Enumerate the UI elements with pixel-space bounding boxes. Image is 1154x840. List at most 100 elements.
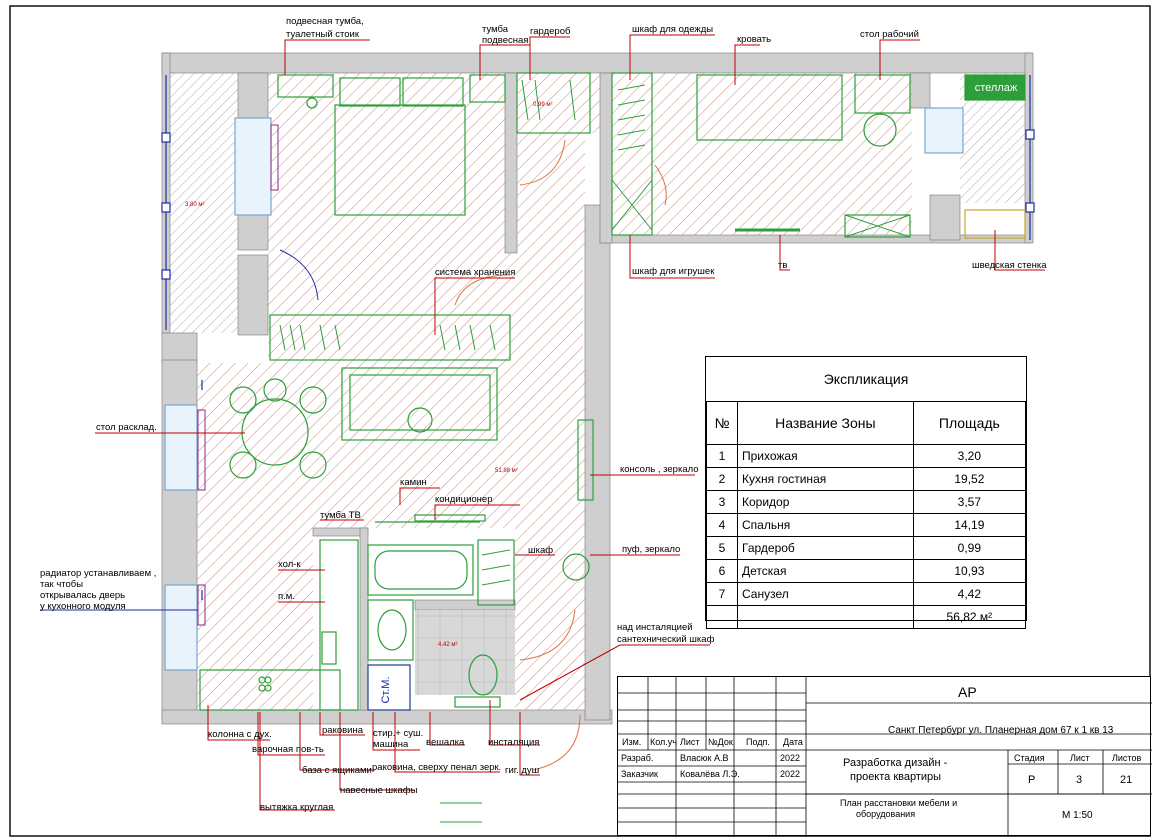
area-living: 51,88 м² <box>495 468 518 474</box>
row-num: 1 <box>706 444 738 468</box>
stamp-name-1: Власюк А.В <box>680 753 729 763</box>
label-hanger: вешалка <box>426 737 465 748</box>
row-area: 14,19 <box>912 513 1027 537</box>
row-zone: Гардероб <box>737 536 914 560</box>
label-bedside-2: туалетный стоик <box>286 29 360 40</box>
stamp-role-2: Заказчик <box>621 769 658 779</box>
floor-hatch <box>170 73 1025 710</box>
area-bath: 4,42 м² <box>438 642 457 648</box>
label-hob: варочная пов-ть <box>252 744 324 755</box>
label-toys: шкаф для игрушек <box>632 266 715 277</box>
label-sink-cab-2: сантехнический шкаф <box>617 634 715 645</box>
row-zone: Прихожая <box>737 444 914 468</box>
row-zone: Коридор <box>737 490 914 514</box>
table-row-total: 56,82 м² <box>706 605 1027 629</box>
label-swedish: шведская стенка <box>972 260 1047 271</box>
label-shower: гиг. душ <box>505 765 539 776</box>
row-zone: Спальня <box>737 513 914 537</box>
label-radiator-3: открывалась дверь <box>40 590 125 601</box>
title-block-grid <box>618 677 1152 837</box>
label-closet: шкаф для одежды <box>632 24 713 35</box>
row-area: 4,42 <box>912 582 1027 606</box>
windows <box>161 75 1035 671</box>
stamp-sheets-v: 21 <box>1120 774 1133 786</box>
stamp-col-podp: Подп. <box>746 737 770 747</box>
row-zone: Санузел <box>737 582 914 606</box>
area-balcony: 3,80 м² <box>185 202 204 208</box>
row-num: 5 <box>706 536 738 560</box>
stamp-sheet-h: Лист <box>1070 753 1090 763</box>
legend-lines <box>440 802 482 823</box>
leader-lines <box>95 34 1045 811</box>
label-radiator-1: радиатор устанавливаем , <box>40 568 156 579</box>
label-fridge: хол-к <box>278 559 301 570</box>
row-area: 3,20 <box>912 444 1027 468</box>
stamp-col-list: Лист <box>680 737 700 747</box>
label-puf: пуф, зеркало <box>622 544 680 555</box>
stamp-project-1: Разработка дизайн - <box>843 757 948 769</box>
label-basin: раковина, сверху пенал зерк. <box>372 762 501 773</box>
row-area: 3,57 <box>912 490 1027 514</box>
row-num: 2 <box>706 467 738 491</box>
stamp-address: Санкт Петербург ул. Планерная дом 67 к 1… <box>888 725 1114 736</box>
col-area: Площадь <box>912 401 1027 445</box>
stamp-col-doc: №Док. <box>708 737 736 747</box>
stamp-name-2: Ковалёва Л.Э. <box>680 769 740 779</box>
label-fireplace: камин <box>400 477 427 488</box>
stamp-sheet-title-2: оборудования <box>856 809 916 819</box>
label-wardrobe: гардероб <box>530 26 571 37</box>
row-num: 6 <box>706 559 738 583</box>
total-empty-1 <box>706 605 738 629</box>
washer-box-label: Ст.М. <box>380 676 392 703</box>
stamp-role-1: Разраб. <box>621 753 654 763</box>
title-block: АР Санкт Петербург ул. Планерная дом 67 … <box>617 676 1152 837</box>
stamp-sheet-title-1: План расстановки мебели и <box>840 798 958 808</box>
area-wardrobe: 0,99 м² <box>533 102 552 108</box>
total-area: 56,82 м² <box>912 605 1027 629</box>
stamp-date-2: 2022 <box>780 769 801 779</box>
explication-title: Экспликация <box>706 357 1026 402</box>
row-num: 4 <box>706 513 738 537</box>
stamp-col-koluch: Кол.уч <box>650 737 677 747</box>
washer-box <box>367 664 411 711</box>
stamp-project-2: проекта квартиры <box>850 771 942 783</box>
radiators <box>197 124 279 626</box>
label-column: колонна с дух. <box>208 729 272 740</box>
stamp-code: АР <box>958 684 977 700</box>
row-zone: Детская <box>737 559 914 583</box>
label-base: база с ящиками <box>302 765 372 776</box>
col-number: № <box>706 401 738 445</box>
stamp-stage-h: Стадия <box>1014 753 1045 763</box>
sheet-frame <box>9 5 1151 837</box>
row-zone: Кухня гостиная <box>737 467 914 491</box>
label-radiator-2: так чтобы <box>40 579 83 590</box>
label-tv-stand: тумба ТВ <box>320 510 361 521</box>
furniture <box>199 72 1026 711</box>
label-install: инсталяция <box>488 737 539 748</box>
label-wall-cab: навесные шкафы <box>340 785 418 796</box>
label-dishwasher: п.м. <box>278 591 295 602</box>
label-bed: кровать <box>737 34 771 45</box>
label-washer-2: машина <box>373 739 409 750</box>
label-washer-1: стир.+ суш. <box>373 728 423 739</box>
stamp-col-izm: Изм. <box>622 737 642 747</box>
stamp-sheets-h: Листов <box>1112 753 1142 763</box>
stamp-stage-v: Р <box>1028 774 1036 786</box>
stamp-col-date: Дата <box>783 737 803 747</box>
row-area: 10,93 <box>912 559 1027 583</box>
row-num: 7 <box>706 582 738 606</box>
label-shkaf: шкаф <box>528 545 553 556</box>
label-ac: кондиционер <box>435 494 493 505</box>
col-zone: Название Зоны <box>737 401 914 445</box>
label-hood: вытяжка круглая <box>260 802 333 813</box>
label-sink: раковина <box>322 725 364 736</box>
